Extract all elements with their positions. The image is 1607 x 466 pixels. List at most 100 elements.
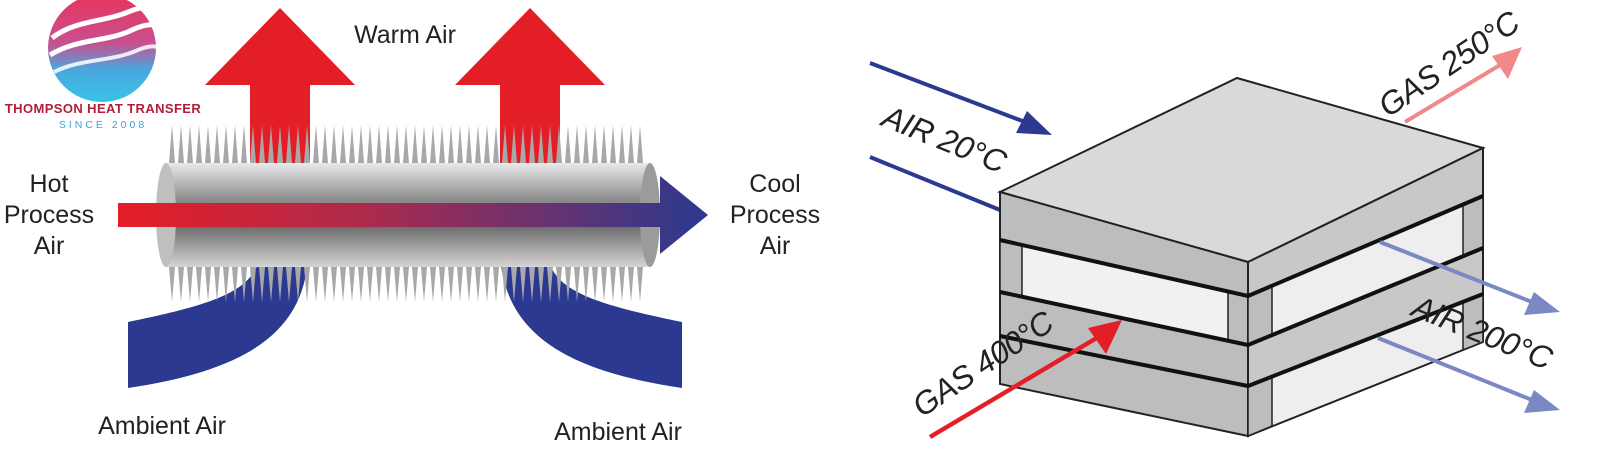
fin-bottom — [295, 267, 301, 302]
fin-bottom — [331, 267, 337, 302]
fin-bottom — [169, 267, 175, 302]
fin-top — [259, 125, 265, 163]
fin-top — [538, 125, 544, 163]
company-since: SINCE 2008 — [59, 119, 147, 131]
air-inlet-arrow — [869, 61, 1052, 212]
fin-top — [232, 125, 238, 163]
fin-top — [574, 125, 580, 163]
fin-bottom — [439, 267, 445, 302]
fin-bottom — [538, 267, 544, 302]
fin-bottom — [178, 267, 184, 302]
fin-top — [619, 125, 625, 163]
fin-bottom — [358, 267, 364, 302]
fin-top — [493, 125, 499, 163]
warm-air-arrow-right — [455, 8, 605, 170]
fin-bottom — [196, 267, 202, 302]
fin-top — [457, 125, 463, 163]
fin-top — [556, 125, 562, 163]
fin-top — [331, 125, 337, 163]
warm-air-label: Warm Air — [354, 21, 456, 49]
fin-bottom — [385, 267, 391, 302]
ambient-air-label-right: Ambient Air — [554, 418, 682, 446]
fin-bottom — [520, 267, 526, 302]
fin-bottom — [565, 267, 571, 302]
fin-bottom — [592, 267, 598, 302]
fin-top — [592, 125, 598, 163]
fin-top — [223, 125, 229, 163]
fin-top — [421, 125, 427, 163]
fin-top — [295, 125, 301, 163]
fin-bottom — [448, 267, 454, 302]
fin-top — [412, 125, 418, 163]
fin-bottom — [412, 267, 418, 302]
fin-bottom — [277, 267, 283, 302]
hot-process-air-line-1: Hot — [30, 170, 69, 198]
heat-exchanger-fins — [169, 125, 643, 302]
ambient-air-flow-right — [500, 255, 682, 388]
hot-process-air-line-2: Process — [4, 201, 94, 229]
fin-bottom — [583, 267, 589, 302]
fin-top — [178, 125, 184, 163]
fin-bottom — [367, 267, 373, 302]
fin-top — [349, 125, 355, 163]
fin-tube-diagram: Warm Air Hot Process Air Cool Process Ai… — [4, 8, 820, 446]
fin-top — [385, 125, 391, 163]
fin-top — [250, 125, 256, 163]
fin-top — [475, 125, 481, 163]
fin-top — [511, 125, 517, 163]
cool-process-air-line-1: Cool — [749, 170, 800, 198]
fin-top — [214, 125, 220, 163]
fin-top — [439, 125, 445, 163]
fin-top — [565, 125, 571, 163]
fin-bottom — [484, 267, 490, 302]
fin-bottom — [403, 267, 409, 302]
fin-bottom — [259, 267, 265, 302]
fin-top — [277, 125, 283, 163]
cool-process-air-line-3: Air — [760, 232, 791, 260]
fin-top — [169, 125, 175, 163]
fin-bottom — [574, 267, 580, 302]
fin-top — [340, 125, 346, 163]
fin-top — [529, 125, 535, 163]
fin-bottom — [349, 267, 355, 302]
fin-bottom — [394, 267, 400, 302]
fin-top — [601, 125, 607, 163]
fin-bottom — [322, 267, 328, 302]
fin-bottom — [619, 267, 625, 302]
fin-bottom — [421, 267, 427, 302]
fin-bottom — [475, 267, 481, 302]
fin-bottom — [286, 267, 292, 302]
fin-top — [286, 125, 292, 163]
fin-top — [196, 125, 202, 163]
fin-bottom — [457, 267, 463, 302]
fin-bottom — [511, 267, 517, 302]
fin-bottom — [232, 267, 238, 302]
fin-top — [637, 125, 643, 163]
process-air-arrow — [118, 176, 708, 254]
fin-bottom — [502, 267, 508, 302]
gas-inlet-arrow — [928, 320, 1122, 439]
fin-top — [241, 125, 247, 163]
fin-bottom — [628, 267, 634, 302]
fin-bottom — [610, 267, 616, 302]
fin-top — [547, 125, 553, 163]
warm-air-arrow-left — [205, 8, 355, 170]
company-logo: THOMPSON HEAT TRANSFER SINCE 2008 — [5, 0, 201, 131]
fin-bottom — [223, 267, 229, 302]
fin-bottom — [493, 267, 499, 302]
fin-top — [610, 125, 616, 163]
cool-process-air-line-2: Process — [730, 201, 820, 229]
fin-top — [583, 125, 589, 163]
fin-bottom — [214, 267, 220, 302]
fin-bottom — [250, 267, 256, 302]
fin-top — [394, 125, 400, 163]
fin-bottom — [430, 267, 436, 302]
fin-bottom — [466, 267, 472, 302]
fin-top — [313, 125, 319, 163]
fin-bottom — [376, 267, 382, 302]
ambient-air-label-left: Ambient Air — [98, 412, 226, 440]
fin-top — [205, 125, 211, 163]
fin-bottom — [601, 267, 607, 302]
fin-top — [304, 125, 310, 163]
